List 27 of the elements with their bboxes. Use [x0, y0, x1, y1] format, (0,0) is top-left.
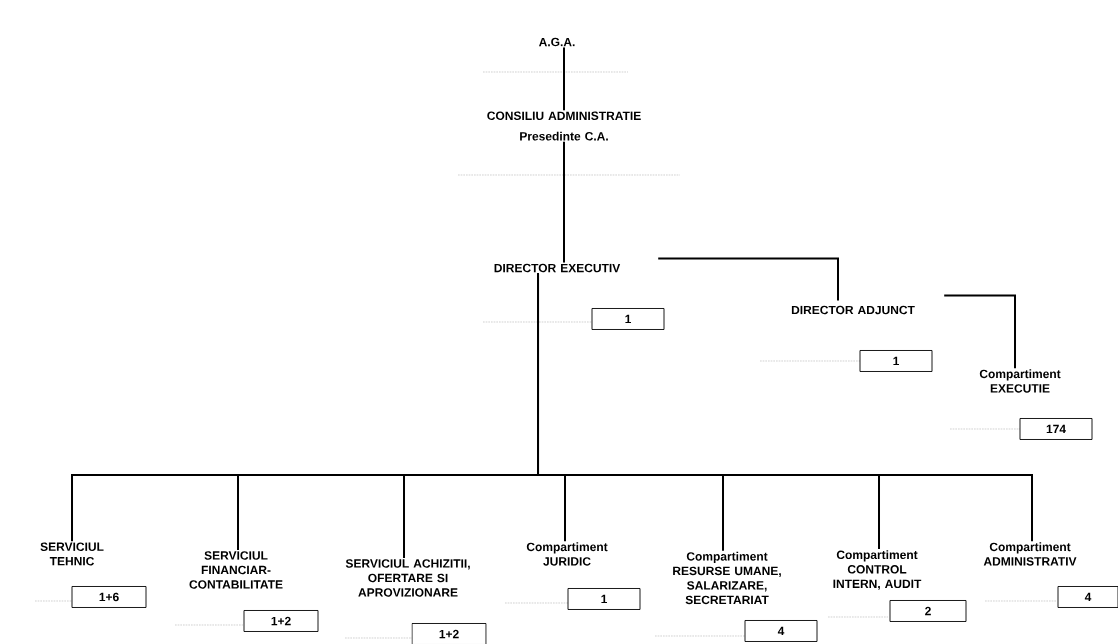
headcount-box: 1+2	[411, 623, 487, 644]
headcount-box: 1	[859, 350, 933, 372]
connector-line	[657, 257, 839, 302]
headcount-box: 4	[1057, 586, 1118, 608]
connector-line	[563, 140, 565, 264]
headcount-box: 4	[744, 620, 818, 642]
position-title: DIRECTOR ADJUNCT	[791, 305, 915, 315]
position-title: DIRECTOR EXECUTIV	[494, 263, 621, 273]
position-title: SERVICIUL TEHNIC	[40, 542, 104, 566]
headcount-box: 1+2	[243, 610, 319, 632]
headcount-box: 1	[591, 308, 665, 330]
headcount-box: 2	[889, 600, 967, 622]
connector-line	[943, 294, 1016, 370]
headcount-box: 1	[567, 588, 641, 610]
headcount-box: 1+6	[71, 586, 147, 608]
position-title: Compartiment EXECUTIE	[979, 369, 1061, 393]
position-title: Compartiment CONTROL INTERN, AUDIT	[833, 550, 922, 590]
position-title: CONSILIU ADMINISTRATIE Presedinte C.A.	[487, 111, 641, 141]
position-title: SERVICIUL FINANCIAR-CONTABILITATE	[189, 551, 283, 589]
connector-line	[563, 46, 565, 112]
position-title: Compartiment ADMINISTRATIV	[983, 542, 1077, 566]
connector-line	[537, 272, 1033, 543]
position-title: Compartiment RESURSE UMANE, SALARIZARE, SECRETARIAT	[673, 551, 781, 605]
headcount-box: 174	[1019, 418, 1093, 440]
position-title: SERVICIUL ACHIZITII, OFERTARE SI APROVIZIONARE	[345, 559, 470, 597]
position-title: A.G.A.	[538, 37, 575, 47]
position-title: Compartiment JURIDIC	[526, 542, 608, 566]
